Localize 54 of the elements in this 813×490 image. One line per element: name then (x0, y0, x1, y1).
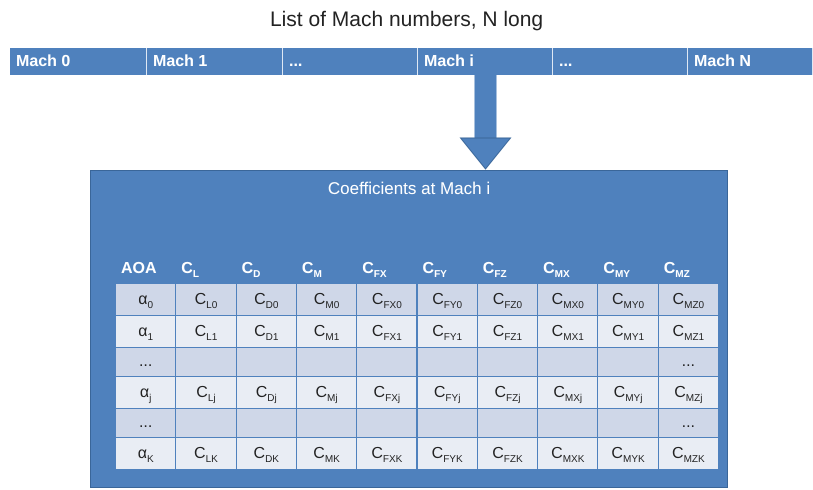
coefficients-panel (90, 170, 728, 488)
table-cell: C$_{MYj}$ (598, 377, 658, 408)
table-cell: C$_{FY1}$ (418, 316, 477, 347)
table-cell: ... (116, 409, 176, 437)
list-cell: ... (553, 48, 688, 75)
list-cell: ... (283, 48, 418, 75)
list-title: List of Mach numbers, N long (268, 8, 544, 32)
table-cell: C$_{MYK}$ (598, 438, 658, 469)
table-cell: ... (658, 348, 718, 376)
table-cell: α$_{1}$ (116, 316, 176, 347)
list-cell: Mach N (688, 48, 813, 75)
table-cell: C$_{D1}$ (236, 316, 296, 347)
table-cell: C$_{MZK}$ (658, 438, 718, 469)
table-cell: C$_{M1}$ (296, 316, 356, 347)
table-cell: α$_{K}$ (116, 438, 176, 469)
table-cell: C$_{D0}$ (236, 284, 296, 315)
table-cell: C$_{MZj}$ (658, 377, 718, 408)
table-cell: C$_{FZ0}$ (478, 284, 538, 315)
table-cell: C$_{Lj}$ (176, 377, 236, 408)
table-cell: C$_{Dj}$ (236, 377, 296, 408)
table-cell: α$_{0}$ (116, 284, 176, 315)
table-cell: C$_{L0}$ (176, 284, 236, 315)
table-cell: C$_{L1}$ (176, 316, 236, 347)
list-cell: Mach 0 (10, 48, 147, 75)
list-cell: Mach i (418, 48, 553, 75)
table-cell: C$_{FZ1}$ (478, 316, 538, 347)
table-cell: C$_{M0}$ (296, 284, 356, 315)
table-cell: C$_{FY0}$ (418, 284, 477, 315)
table-cell: α$_{j}$ (116, 377, 176, 408)
table-cell: C$_{FX1}$ (357, 316, 416, 347)
table-cell: C$_{MZ0}$ (658, 284, 718, 315)
table-cell: ... (658, 409, 718, 437)
table-cell: C$_{FZj}$ (478, 377, 538, 408)
table-cell: C$_{LK}$ (176, 438, 236, 469)
table-cell: C$_{FYK}$ (418, 438, 477, 469)
table-cell: C$_{FX0}$ (357, 284, 416, 315)
panel-heading: Coefficients at Mach i (326, 179, 492, 199)
table-cell: C$_{MY1}$ (598, 316, 658, 347)
table-cell: C$_{MXj}$ (538, 377, 598, 408)
table-cell: C$_{FXK}$ (357, 438, 416, 469)
table-cell: C$_{MXK}$ (538, 438, 598, 469)
table-cell: ... (116, 348, 176, 376)
table-cell: C$_{FYj}$ (418, 377, 477, 408)
list-cell: Mach 1 (147, 48, 283, 75)
table-cell: C$_{FXj}$ (357, 377, 416, 408)
table-cell: C$_{Mj}$ (296, 377, 356, 408)
table-cell: C$_{MK}$ (296, 438, 356, 469)
table-cell: C$_{DK}$ (236, 438, 296, 469)
table-cell: C$_{FZK}$ (478, 438, 538, 469)
table-cell: C$_{MX1}$ (538, 316, 598, 347)
table-cell: C$_{MZ1}$ (658, 316, 718, 347)
table-cell: C$_{MY0}$ (598, 284, 658, 315)
table-cell: C$_{MX0}$ (538, 284, 598, 315)
arrow (460, 75, 511, 170)
